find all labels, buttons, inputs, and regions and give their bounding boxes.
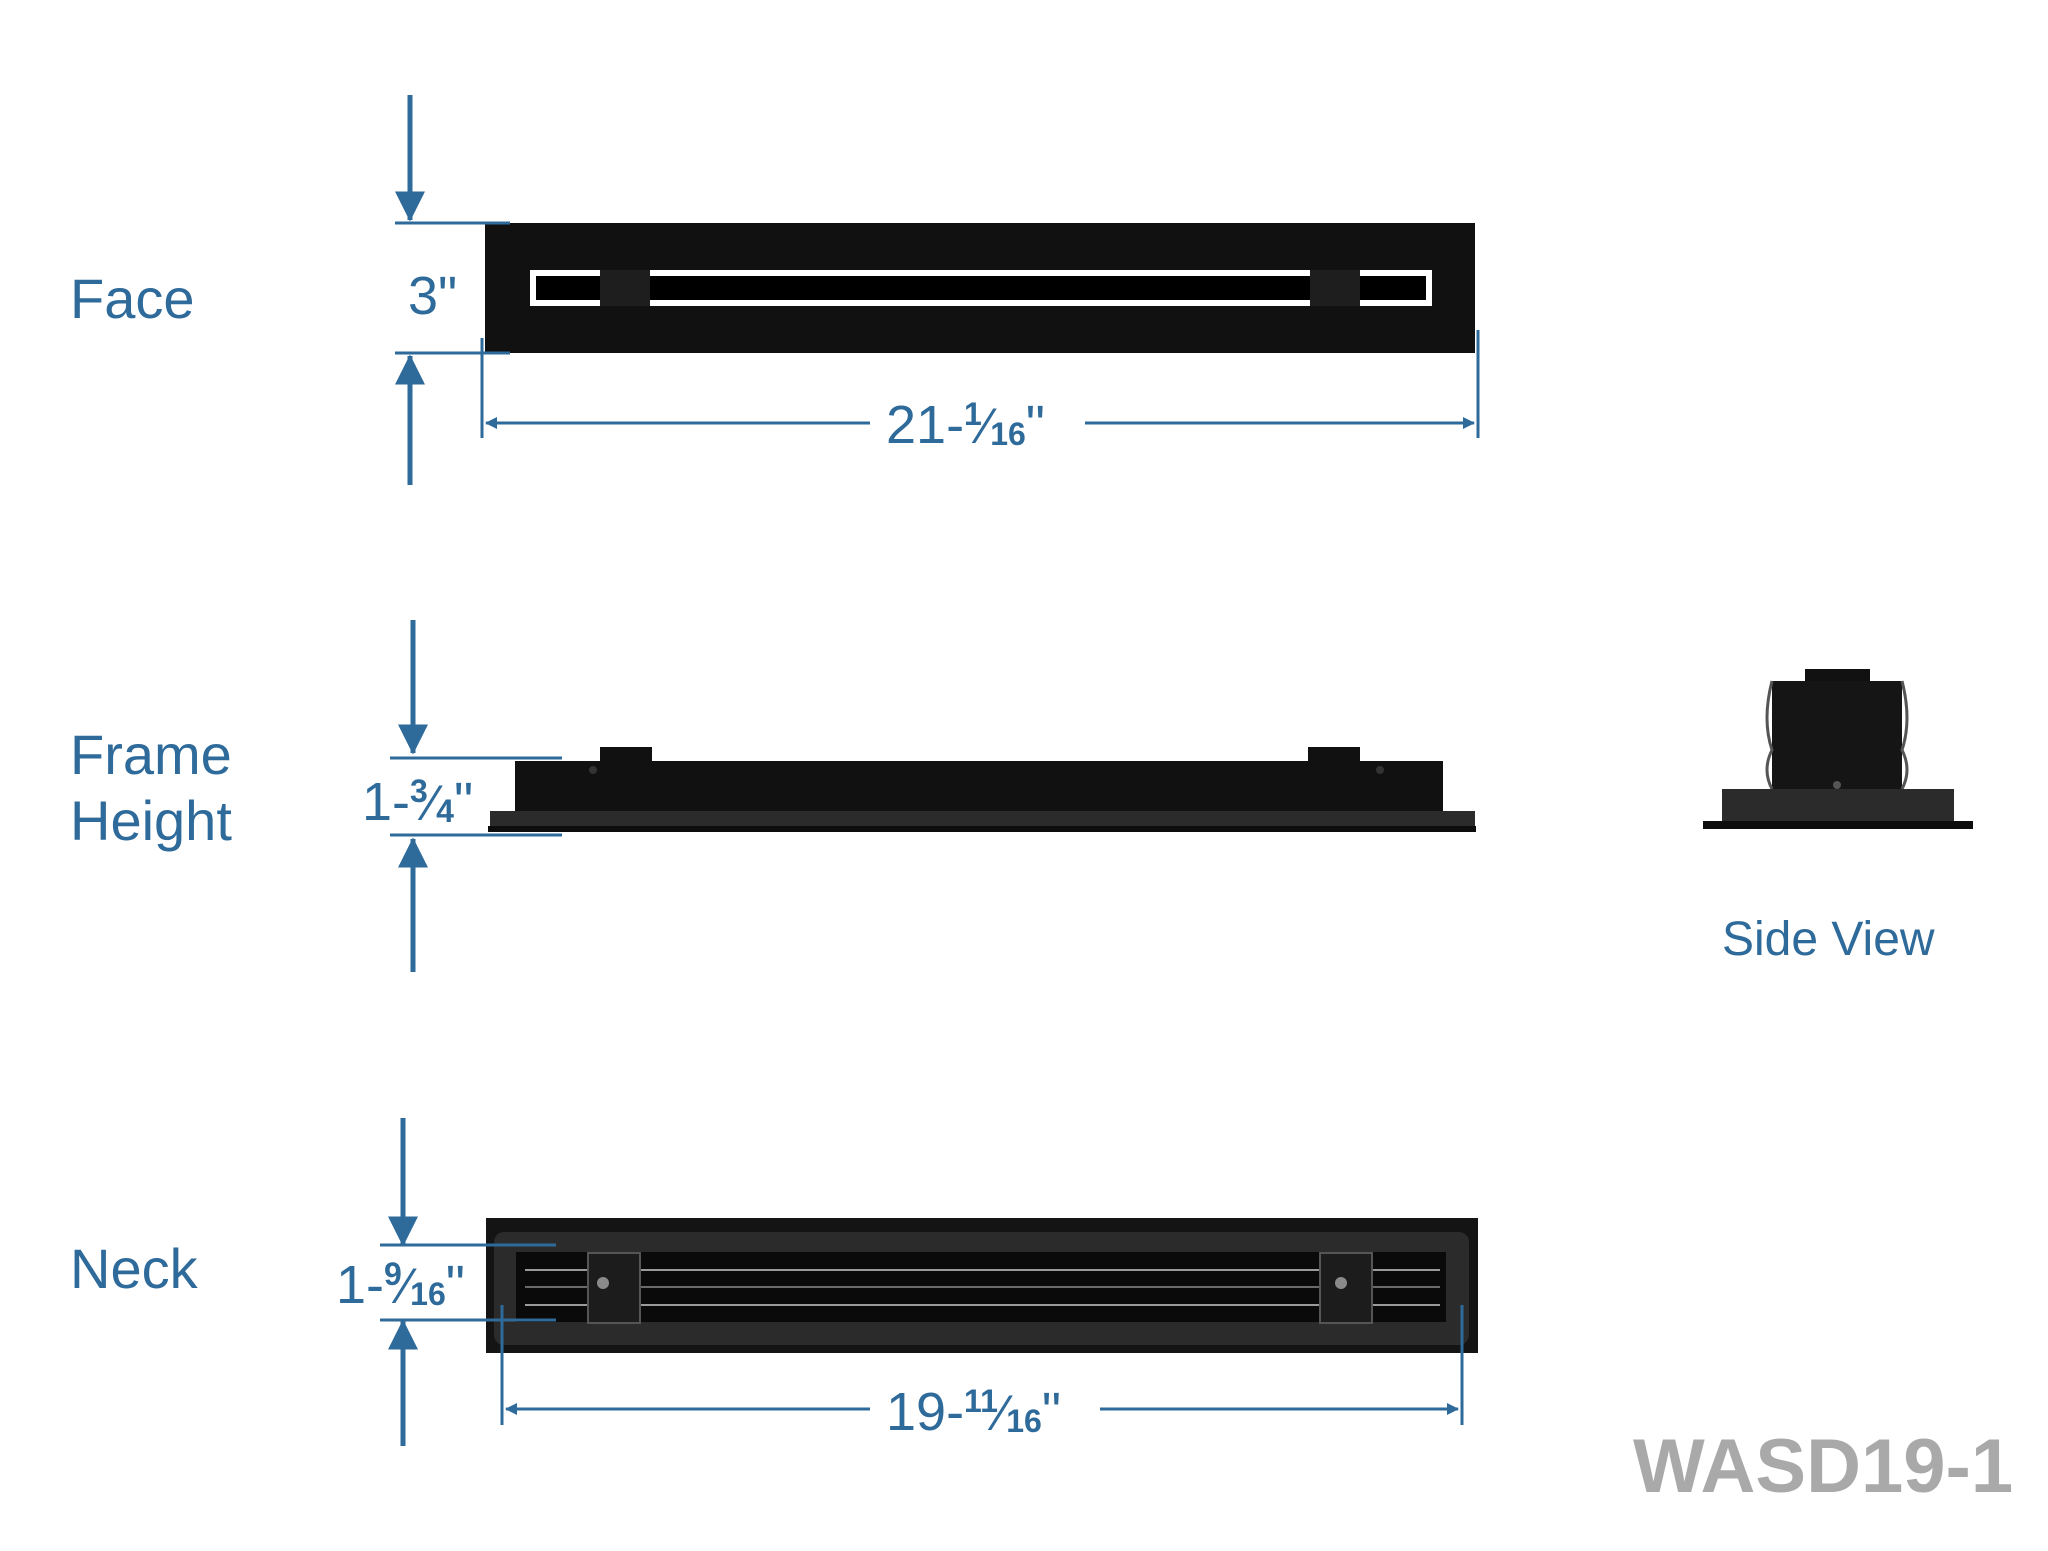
face-width-numerator: 1 [964,396,982,432]
frame-flange [488,826,1476,832]
neck-height-numerator: 9 [384,1256,402,1292]
neck-width-whole: 19- [886,1382,964,1442]
face-width-denominator: 16 [990,416,1026,452]
frame-body [515,761,1443,811]
face-width-whole: 21- [886,395,964,455]
neck-width-numerator: 11 [964,1383,998,1419]
frame-height-inch: " [454,772,473,832]
neck-width-inch: " [1042,1382,1061,1442]
face-height-value: 3" [408,266,457,326]
frame-height-denominator: 4 [436,793,454,829]
face-width-dimension: 21-1⁄16" [480,330,1480,455]
side-view-label: Side View [1722,913,1935,966]
frame-height-numerator: 3 [410,773,428,809]
frame-height-value: 1-3⁄4" [362,772,473,832]
neck-height-whole: 1- [336,1255,384,1315]
face-width-value: 21-1⁄16" [886,395,1045,455]
frame-label-line1: Frame [70,723,232,786]
face-height-dimension: 3" [395,95,510,485]
side-view-flange [1703,821,1973,829]
face-width-inch: " [1026,395,1045,455]
frame-clip-right [1308,747,1360,761]
frame-clip-left [600,747,652,761]
side-view-gasket [1722,789,1954,823]
neck-label: Neck [70,1237,199,1300]
frame-label-line2: Height [70,789,232,852]
frame-view: Frame Height 1-3⁄4" [70,620,1476,972]
model-number: WASD19-1 [1633,1424,2013,1509]
neck-height-inch: " [446,1255,465,1315]
face-view: Face 3" 21-1⁄16" [70,95,1480,485]
face-slot-inner [536,276,1426,300]
neck-view: Neck 1-9⁄16" 19-11⁄16" [70,1118,1478,1446]
neck-height-dimension: 1-9⁄16" [336,1118,556,1446]
neck-width-value: 19-11⁄16" [886,1382,1061,1442]
neck-bracket-right [1319,1252,1373,1324]
frame-height-whole: 1- [362,772,410,832]
side-view: Side View [1703,669,1973,966]
neck-height-value: 1-9⁄16" [336,1255,465,1315]
side-view-clip [1805,669,1870,681]
neck-width-denominator: 16 [1006,1403,1042,1439]
face-clip-right [1310,270,1360,306]
face-clip-left [600,270,650,306]
side-view-body [1772,681,1902,789]
face-label: Face [70,267,195,330]
frame-gasket [490,811,1475,829]
neck-width-dimension: 19-11⁄16" [500,1305,1464,1442]
neck-height-denominator: 16 [410,1276,446,1312]
frame-height-dimension: 1-3⁄4" [362,620,562,972]
neck-bracket-left [587,1252,641,1324]
